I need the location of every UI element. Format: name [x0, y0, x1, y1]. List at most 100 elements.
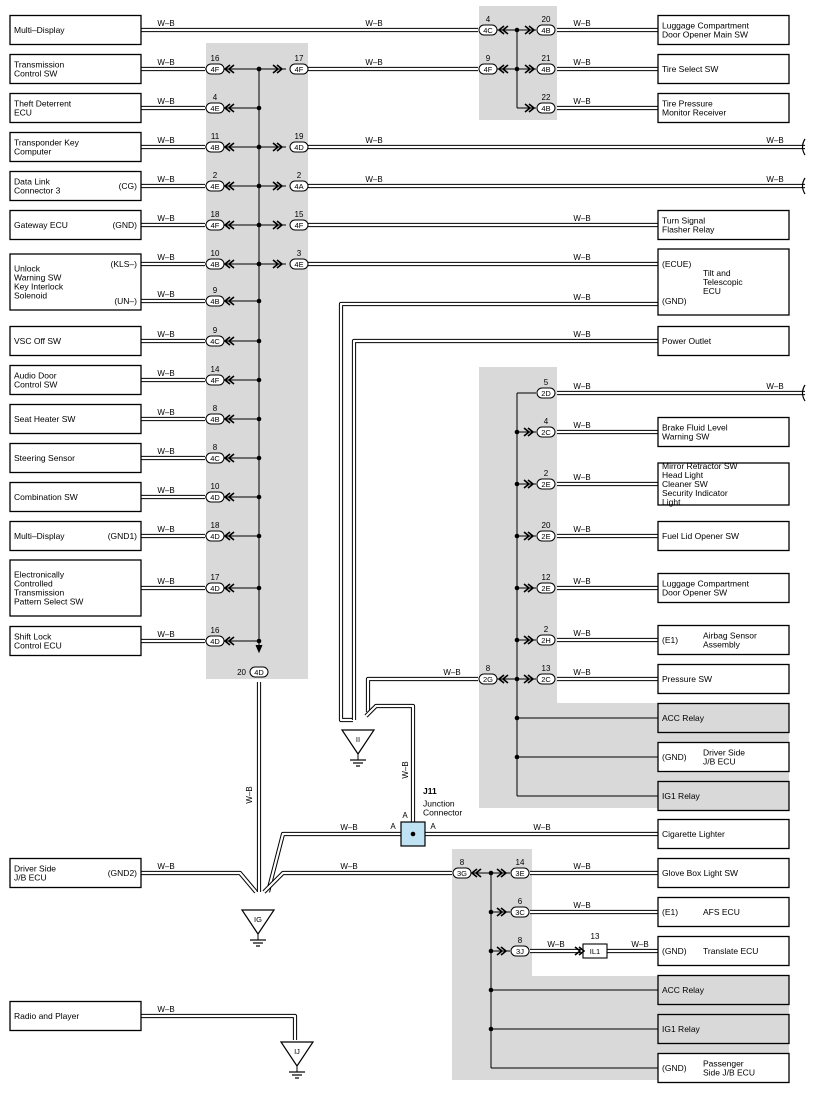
component-name: Control SW	[14, 69, 57, 79]
component-name: Door Opener SW	[662, 588, 727, 598]
component-name: Luggage Compartment	[662, 579, 750, 589]
connector-id: 4D	[254, 668, 264, 677]
component-name: Brake Fluid Level	[662, 423, 728, 433]
splice-dot	[256, 455, 262, 461]
wire-color-label: W–B	[573, 19, 590, 28]
connector-id: 2D	[541, 389, 551, 398]
connector-id: 4B	[210, 260, 219, 269]
pin-number: 2	[213, 171, 218, 180]
terminal-label: (GND)	[112, 220, 137, 230]
connector-chevron	[227, 103, 235, 113]
connector-chevron	[227, 636, 235, 646]
pin-number: 2	[544, 625, 549, 634]
connector-chevron	[524, 25, 532, 35]
connector-chevron	[227, 583, 235, 593]
connector-chevron	[227, 259, 235, 269]
pin-number: 15	[295, 210, 304, 219]
connector-id: 3C	[515, 908, 525, 917]
component-name: AFS ECU	[703, 907, 740, 917]
connector-chevron	[501, 674, 509, 684]
pin-number: 13	[542, 664, 551, 673]
splice-dot	[488, 909, 494, 915]
wire-color-label: W–B	[533, 823, 550, 832]
connector-chevron	[524, 103, 532, 113]
component-name: Cleaner SW	[662, 479, 708, 489]
wire-color-label: W–B	[573, 293, 590, 302]
connector-id: 2C	[541, 428, 551, 437]
splice-dot	[410, 831, 416, 837]
connector-id: 4D	[210, 584, 220, 593]
junction-pin: A	[402, 811, 408, 820]
connector-id: 4C	[210, 454, 220, 463]
wire-color-label: W–B	[157, 447, 174, 456]
terminal-label: (GND)	[662, 752, 687, 762]
wire-color-label: W–B	[401, 761, 410, 778]
connector-chevron	[223, 103, 231, 113]
pin-number: 2	[297, 171, 302, 180]
wire-color-label: W–B	[573, 97, 590, 106]
pin-number: 14	[516, 858, 525, 867]
pin-number: 9	[213, 326, 218, 335]
component-name: Electronically	[14, 570, 65, 580]
connector-4b	[536, 24, 556, 36]
connector-chevron	[223, 375, 231, 385]
pin-number: 18	[211, 521, 220, 530]
component-name: Audio Door	[14, 371, 57, 381]
wire-color-label: W–B	[157, 175, 174, 184]
terminal-label: (E1)	[662, 635, 678, 645]
connector-id: 4E	[210, 182, 219, 191]
component-name: Security Indicator	[662, 488, 728, 498]
connector-chevron	[527, 479, 535, 489]
wire-color-label: W–B	[573, 901, 590, 910]
connector-chevron	[574, 946, 582, 956]
connector-id: 4D	[210, 493, 220, 502]
component-name: IG1 Relay	[662, 791, 701, 801]
pin-number: 6	[518, 897, 523, 906]
wire-color-label: W–B	[573, 330, 590, 339]
component-name: Tire Select SW	[662, 64, 718, 74]
connector-chevron	[276, 181, 284, 191]
wire-break	[801, 384, 806, 402]
shielded-wire	[262, 870, 452, 894]
connector-chevron	[272, 259, 280, 269]
component-name: Turn Signal	[662, 216, 705, 226]
connector-id: 4B	[541, 65, 550, 74]
ground-symbol	[279, 1041, 315, 1068]
connector-id: 4B	[210, 415, 219, 424]
connector-2c	[536, 673, 556, 685]
component-airbag-sensor-assembly	[657, 624, 790, 656]
component-name: Monitor Receiver	[662, 108, 726, 118]
connector-chevron	[223, 336, 231, 346]
wire-color-label: W–B	[573, 421, 590, 430]
wire-color-label: W–B	[157, 214, 174, 223]
component-name: Door Opener Main SW	[662, 30, 748, 40]
connector-chevron	[523, 635, 531, 645]
pin-number: 17	[295, 54, 304, 63]
terminal-label: (GND2)	[108, 868, 137, 878]
junction-code: J11	[423, 786, 437, 796]
component-tire-pressure-monitor-receiver	[657, 92, 790, 124]
connector-id: 4F	[295, 221, 304, 230]
pin-number: 14	[211, 365, 220, 374]
pin-number: 17	[211, 573, 220, 582]
connector-4f	[478, 63, 498, 75]
wire-color-label: W–B	[573, 382, 590, 391]
component-name: ACC Relay	[662, 985, 705, 995]
component-name: Steering Sensor	[14, 453, 75, 463]
component-seat-heater-sw	[9, 403, 142, 435]
pin-number: 20	[542, 15, 551, 24]
connector-id: 4A	[294, 182, 303, 191]
component-name: Warning SW	[14, 273, 61, 283]
connector-chevron	[272, 64, 280, 74]
component-name: ACC Relay	[662, 713, 705, 723]
connector-chevron	[227, 64, 235, 74]
connector-chevron	[276, 220, 284, 230]
connector-3j	[510, 945, 530, 957]
component-name: Radio and Player	[14, 1011, 79, 1021]
connector-chevron	[272, 142, 280, 152]
connector-id: 4C	[210, 337, 220, 346]
component-name: Multi–Display	[14, 531, 65, 541]
connector-chevron	[227, 375, 235, 385]
component-radio-and-player	[9, 1000, 142, 1032]
